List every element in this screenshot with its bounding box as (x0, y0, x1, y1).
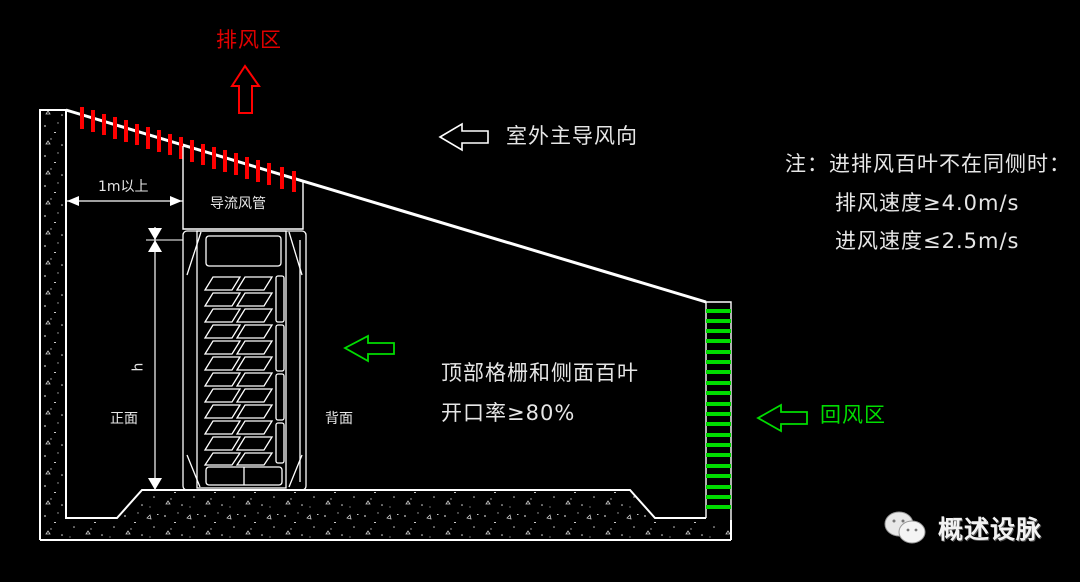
left-wall (39, 109, 67, 520)
watermark-text: 概述设脉 (938, 515, 1043, 544)
exhaust-arrow-icon (230, 64, 261, 114)
front-label: 正面 (110, 411, 138, 427)
wechat-icon (884, 511, 926, 544)
height-label: h (130, 362, 147, 372)
note-title: 注：进排风百叶不在同侧时： (785, 152, 1071, 176)
note-exhaust-speed: 排风速度≥4.0m/s (835, 191, 1020, 215)
grille-spec-line1: 顶部格栅和侧面百叶 (441, 361, 639, 385)
return-grille (705, 301, 732, 520)
return-arrow-icon (756, 403, 808, 433)
outdoor-unit (182, 230, 307, 491)
sloped-roof (65, 108, 707, 304)
clearance-dimension (66, 196, 183, 206)
exhaust-zone-label: 排风区 (216, 28, 282, 52)
watermark: 概述设脉 (882, 510, 1042, 546)
outdoor-wind-label: 室外主导风向 (506, 124, 638, 148)
ground-slab (39, 489, 732, 541)
exhaust-grille (80, 107, 296, 192)
duct-label: 导流风管 (210, 196, 266, 212)
wind-arrow-icon (438, 122, 489, 152)
grille-spec-line2: 开口率≥80% (441, 401, 576, 425)
height-dimension (146, 227, 183, 490)
return-zone-label: 回风区 (820, 403, 886, 427)
note-intake-speed: 进风速度≤2.5m/s (835, 229, 1020, 253)
intake-arrow-icon (343, 334, 395, 363)
unit-louvers (203, 276, 274, 466)
clearance-label: 1m以上 (98, 179, 149, 195)
diversion-duct (182, 146, 304, 230)
back-label: 背面 (325, 411, 353, 427)
